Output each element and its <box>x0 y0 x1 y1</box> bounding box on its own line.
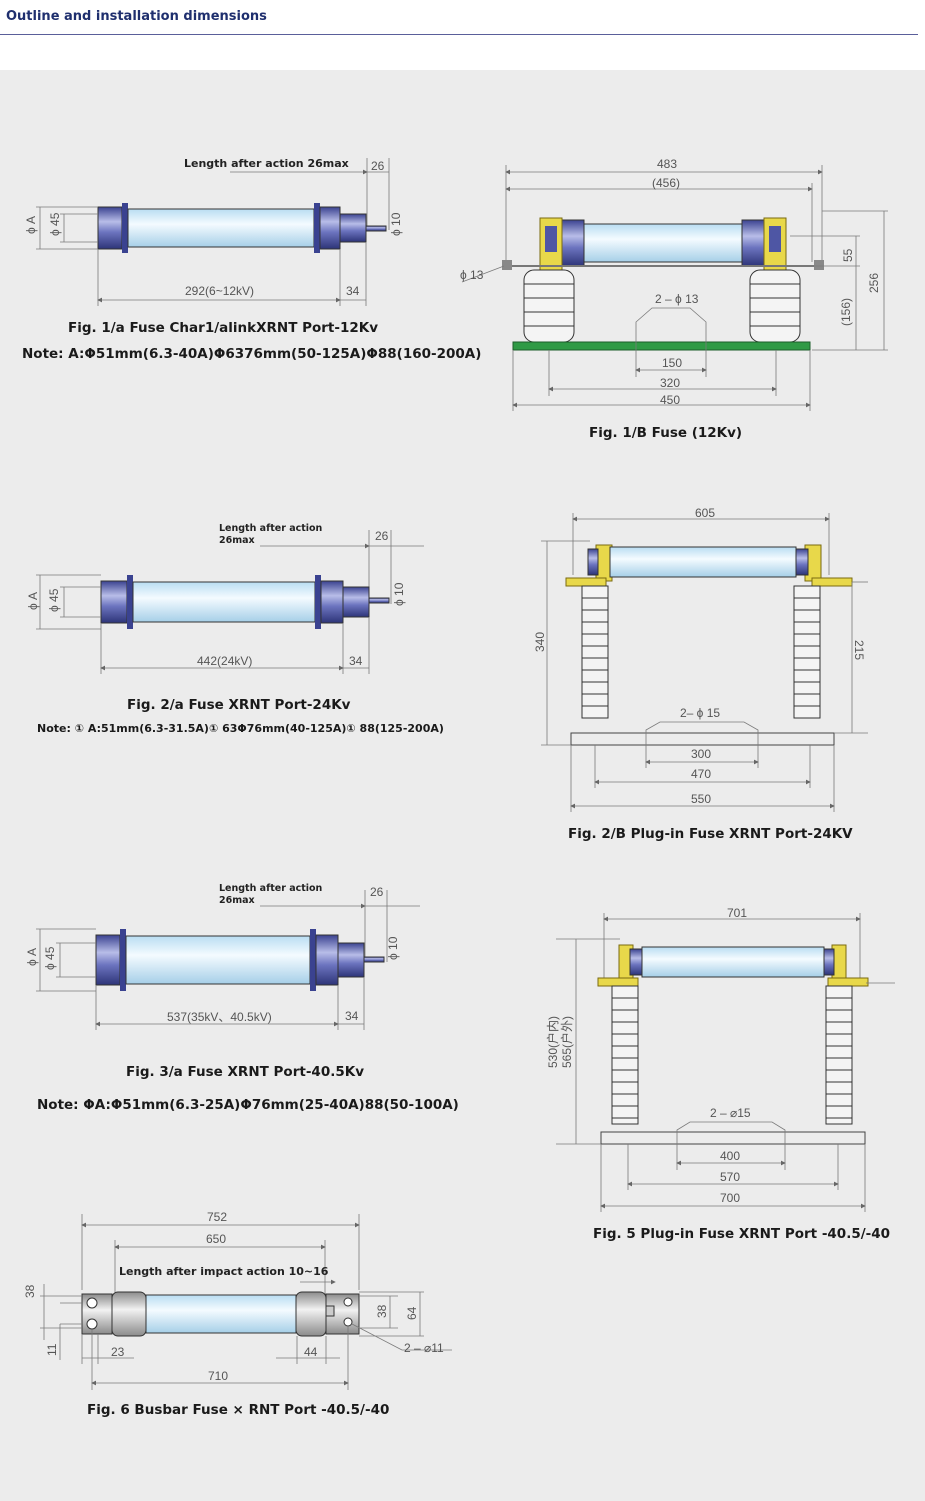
fig2a-caption: Fig. 2/a Fuse XRNT Port-24Kv <box>127 697 351 713</box>
fig3a-drawing: Length after action 26max 26 ϕ A ϕ 45 ϕ … <box>25 883 459 1113</box>
fig1b-right-insulator <box>749 269 801 343</box>
fig1a-fuse-tube <box>127 208 315 248</box>
fig5-right-insulator <box>825 985 853 1125</box>
fig1b-dim-483: 483 <box>657 157 677 171</box>
fig1b-dim-256: 256 <box>867 273 881 293</box>
fig1b-dim-320: 320 <box>660 376 680 390</box>
header: Outline and installation dimensions <box>0 0 925 70</box>
fig3a-fuse-tube <box>125 935 311 985</box>
fig3a-dim-A: ϕ A <box>25 948 39 966</box>
fig1a-right-cap <box>319 206 341 250</box>
fig6-dim-752: 752 <box>207 1210 227 1224</box>
fig5-dim-530: 530(户内) <box>545 1016 560 1068</box>
fig6-length-label: Length after impact action 10~16 <box>119 1265 329 1278</box>
fig6-dim-38L: 38 <box>23 1284 37 1298</box>
fig1b-drawing: 483 (456) ϕ 13 55 <box>460 157 888 441</box>
fig1a-left-cap <box>97 206 123 250</box>
fig1b-fuse-tube <box>583 223 743 263</box>
fig2a-dim-10: ϕ 10 <box>392 582 406 606</box>
fig3a-dim-length: 537(35kV、40.5kV) <box>167 1010 272 1024</box>
fig1a-dim-26: 26 <box>371 159 385 173</box>
fig1a-dim-10: ϕ 10 <box>389 212 403 236</box>
fig1b-dim-450: 450 <box>660 393 680 407</box>
fig1b-dim-13: ϕ 13 <box>460 268 484 282</box>
fig6-dim-650: 650 <box>206 1232 226 1246</box>
fig1b-dim-456: (456) <box>652 176 680 190</box>
fig2b-dim-215: 215 <box>852 640 866 660</box>
fig1a-caption: Fig. 1/a Fuse Char1/alinkXRNT Port-12Kv <box>68 320 378 336</box>
fig1a-striker <box>365 225 387 232</box>
fig2b-dim-340: 340 <box>533 632 547 652</box>
fig3a-dim-10: ϕ 10 <box>386 936 400 960</box>
fig6-dim-64: 64 <box>405 1306 419 1320</box>
fig1a-dim-length: 292(6~12kV) <box>185 284 254 298</box>
fig5-dim-570: 570 <box>720 1170 740 1184</box>
fig3a-caption: Fig. 3/a Fuse XRNT Port-40.5Kv <box>126 1064 364 1080</box>
fig6-dim-710: 710 <box>208 1369 228 1383</box>
fig5-fuse-tube <box>641 946 825 978</box>
fig1b-base-plate <box>512 341 811 351</box>
fig6-dim-44: 44 <box>304 1345 318 1359</box>
fig1a-dim-34: 34 <box>346 284 360 298</box>
fig2b-dim-605: 605 <box>695 506 715 520</box>
fig6-dim-23: 23 <box>111 1345 125 1359</box>
fig2b-dim-300: 300 <box>691 747 711 761</box>
fig2a-length-label-1: Length after action <box>219 523 323 534</box>
fig2b-fuse-tube <box>609 546 797 578</box>
fig3a-length-label-1: Length after action <box>219 883 323 894</box>
fig1a-drawing: Length after action 26max 26 ϕ A ϕ 45 ϕ … <box>22 157 481 362</box>
fig2a-dim-26: 26 <box>375 529 389 543</box>
fig6-dim-holes: 2 – ⌀11 <box>404 1341 444 1355</box>
fig1b-caption: Fig. 1/B Fuse (12Kv) <box>589 425 742 441</box>
page-title: Outline and installation dimensions <box>6 9 267 24</box>
fig5-dim-700: 700 <box>720 1191 740 1205</box>
fig1a-length-label: Length after action 26max <box>184 157 349 170</box>
fig2a-dim-34: 34 <box>349 654 363 668</box>
fig3a-dim-26: 26 <box>370 885 384 899</box>
fig5-left-insulator <box>611 985 639 1125</box>
fig6-left-terminal <box>81 1293 113 1335</box>
fig6-dim-38R: 38 <box>375 1304 389 1318</box>
fig2a-dim-A: ϕ A <box>26 592 40 610</box>
fig5-drawing: 701 530(户内) 565(户外) 2 – ⌀15 400 570 70 <box>545 906 895 1242</box>
fig3a-note: Note: ΦA:Φ51mm(6.3-25A)Φ76mm(25-40A)88(5… <box>37 1097 459 1113</box>
fig2a-dim-length: 442(24kV) <box>197 654 252 668</box>
fig2b-dim-470: 470 <box>691 767 711 781</box>
fig6-dim-11: 11 <box>45 1343 59 1356</box>
fig1a-note: Note: A:Φ51mm(6.3-40A)Φ6376mm(50-125A)Φ8… <box>22 346 481 362</box>
fig5-dim-701: 701 <box>727 906 747 920</box>
fig2a-length-label-2: 26max <box>219 535 255 546</box>
fig5-base-plate <box>600 1131 866 1145</box>
fig5-caption: Fig. 5 Plug-in Fuse XRNT Port -40.5/-40 <box>593 1226 890 1242</box>
fig5-dim-holes: 2 – ⌀15 <box>710 1106 751 1120</box>
fig2a-fuse-tube <box>132 581 316 623</box>
fig2b-caption: Fig. 2/B Plug-in Fuse XRNT Port-24KV <box>568 826 853 842</box>
fig1b-dim-55: 55 <box>841 248 855 262</box>
fig2b-dim-550: 550 <box>691 792 711 806</box>
fig3a-dim-45: ϕ 45 <box>43 946 57 970</box>
fig2a-note: Note: ① A:51mm(6.3-31.5A)① 63Φ76mm(40-12… <box>37 722 444 735</box>
fig1b-left-insulator <box>523 269 575 343</box>
fig1a-dim-A: ϕ A <box>24 216 38 234</box>
fig2b-drawing: 605 340 215 2– ϕ 15 300 470 <box>533 506 868 842</box>
fig5-dim-565: 565(户外) <box>559 1016 574 1068</box>
fig3a-length-label-2: 26max <box>219 895 255 906</box>
fig5-dim-400: 400 <box>720 1149 740 1163</box>
fig1b-dim-156: (156) <box>839 298 853 326</box>
fig1b-dim-150: 150 <box>662 356 682 370</box>
fig6-drawing: 752 650 Length after impact action 10~16… <box>23 1210 452 1418</box>
fig1b-dim-holes: 2 – ϕ 13 <box>655 292 699 306</box>
fig2b-base-plate <box>570 732 835 746</box>
fig2b-right-insulator <box>793 585 821 719</box>
fig3a-dim-34: 34 <box>345 1009 359 1023</box>
fig1a-dim-45: ϕ 45 <box>48 212 62 236</box>
fig2a-drawing: Length after action 26max 26 ϕ A ϕ 45 ϕ … <box>26 523 444 735</box>
fig2b-left-insulator <box>581 585 609 719</box>
fig6-caption: Fig. 6 Busbar Fuse × RNT Port -40.5/-40 <box>87 1402 389 1418</box>
fig2b-dim-holes: 2– ϕ 15 <box>680 706 720 720</box>
fig2a-dim-45: ϕ 45 <box>47 588 61 612</box>
header-divider <box>0 34 918 35</box>
fig6-fuse-tube <box>145 1294 297 1334</box>
